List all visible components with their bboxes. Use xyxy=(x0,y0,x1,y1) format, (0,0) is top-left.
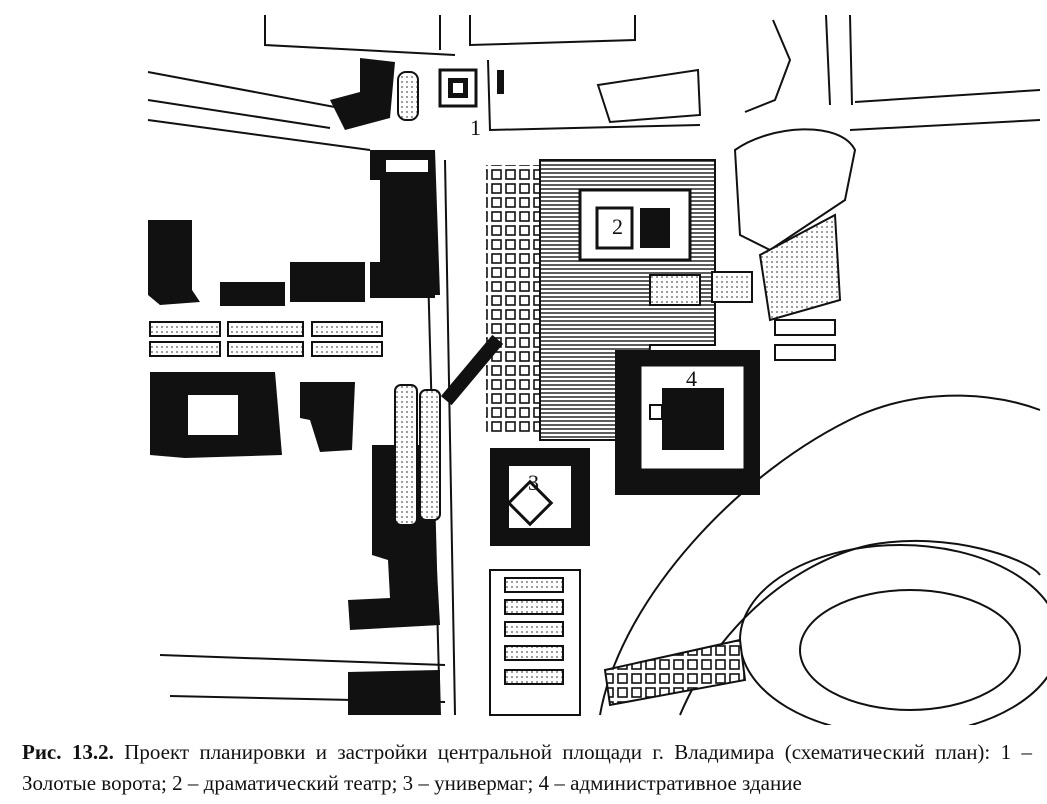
parking-rows xyxy=(149,321,441,526)
figure-caption-text: Проект планировки и застройки центрально… xyxy=(22,740,1032,795)
marker-3: 3 xyxy=(528,470,539,495)
marker-4: 4 xyxy=(686,366,697,391)
left-buildings xyxy=(148,150,440,715)
drama-theatre xyxy=(578,188,753,306)
paved-grid-south xyxy=(486,362,546,432)
figure-caption: Рис. 13.2. Проект планировки и застройки… xyxy=(22,737,1032,799)
building-north xyxy=(330,58,702,130)
south-parking xyxy=(489,569,581,716)
marker-1: 1 xyxy=(470,115,481,140)
site-plan-figure: 1 2 3 4 xyxy=(147,14,1047,736)
administrative-building xyxy=(615,350,760,495)
figure-label: Рис. 13.2. xyxy=(22,740,114,764)
park xyxy=(733,128,857,361)
department-store xyxy=(490,448,590,546)
golden-gate xyxy=(438,68,478,108)
marker-2: 2 xyxy=(612,214,623,239)
site-plan-drawing: 1 2 3 4 xyxy=(147,14,1047,736)
